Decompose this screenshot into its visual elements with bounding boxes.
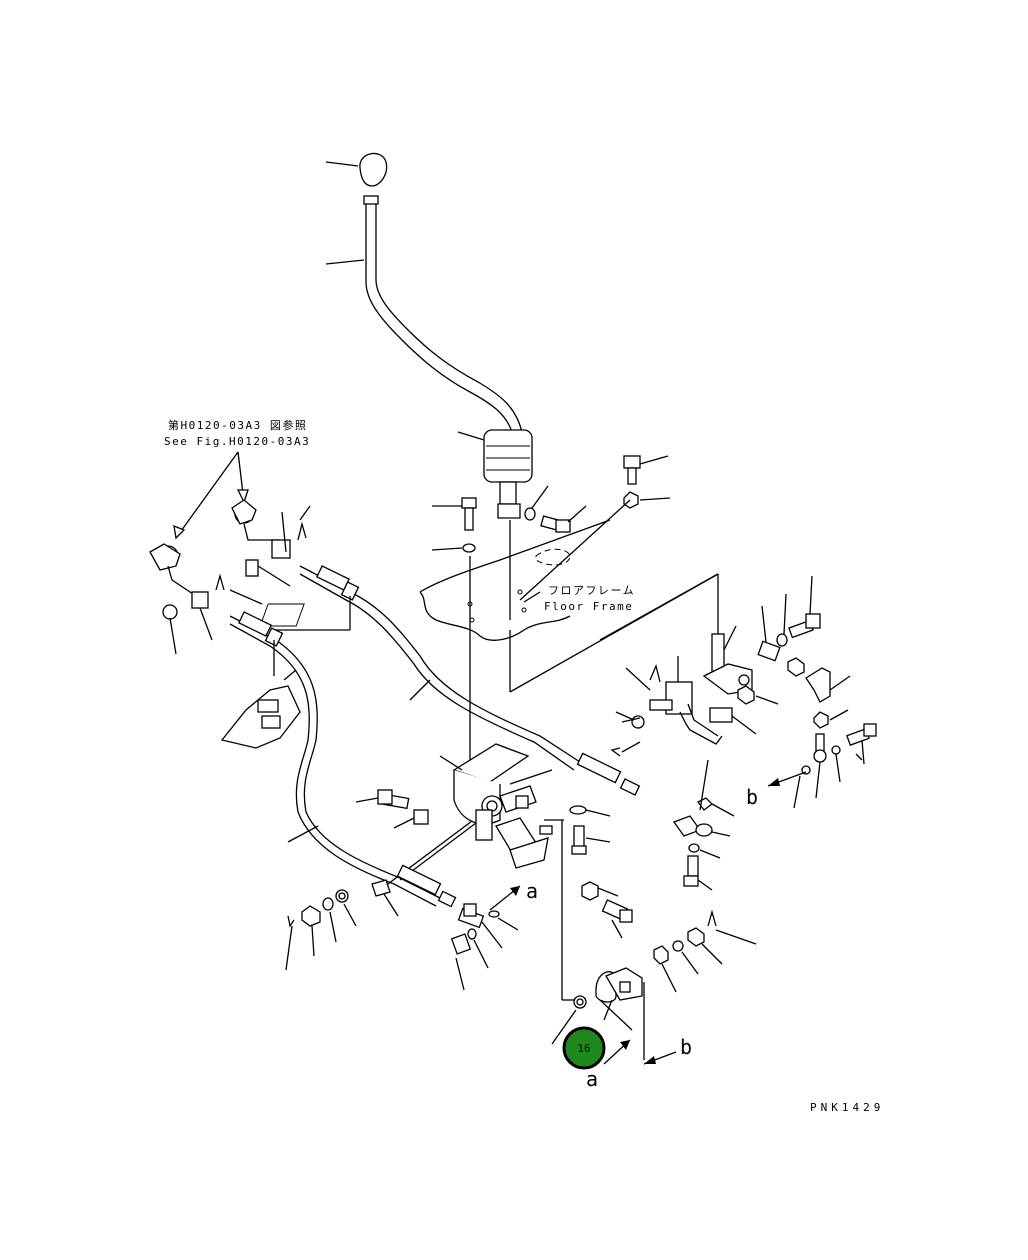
lever-rod xyxy=(325,195,523,433)
lower-right-hardware xyxy=(551,881,757,1045)
bolt-top-right xyxy=(623,455,671,509)
arrow-b-lower xyxy=(643,1051,677,1065)
cable-end-right xyxy=(672,759,735,891)
callout-16-number: 16 xyxy=(577,1042,590,1055)
floor-frame-label-jp: フロアフレーム xyxy=(548,584,635,597)
reference-label-en: See Fig.H0120-03A3 xyxy=(164,435,310,448)
letter-a-lower: a xyxy=(586,1067,598,1091)
lower-left-hardware xyxy=(285,879,519,991)
letter-b-right: b xyxy=(746,785,758,809)
cable-bracket-left xyxy=(220,669,301,749)
center-bracket xyxy=(439,743,553,869)
reference-label-jp: 第H0120-03A3 図参照 xyxy=(168,418,307,432)
bolt-left xyxy=(431,497,477,553)
arrow-a-lower xyxy=(603,1039,631,1065)
floor-frame-label-en: Floor Frame xyxy=(544,600,633,613)
upper-control-cable xyxy=(270,565,641,796)
reference-arrows xyxy=(173,451,249,540)
arrow-b-right xyxy=(767,771,807,787)
left-bracket-lower xyxy=(149,543,263,655)
left-bracket-upper xyxy=(231,499,311,587)
callout-16-circle[interactable] xyxy=(562,1026,606,1070)
right-lever-arm xyxy=(615,625,779,745)
lower-control-cable xyxy=(229,611,457,908)
letter-a-upper: a xyxy=(526,879,538,903)
letter-b-lower: b xyxy=(680,1035,692,1059)
floor-frame xyxy=(259,519,611,641)
center-lower-bolts xyxy=(355,789,611,855)
callout-16[interactable]: 16 xyxy=(562,1026,606,1070)
arrow-a-upper xyxy=(489,885,521,911)
bolt-center xyxy=(524,485,587,533)
lever-knob xyxy=(325,152,388,187)
lever-boot xyxy=(457,429,533,519)
right-bolt-stack xyxy=(757,575,877,809)
part-id-label: PNK1429 xyxy=(810,1101,884,1114)
